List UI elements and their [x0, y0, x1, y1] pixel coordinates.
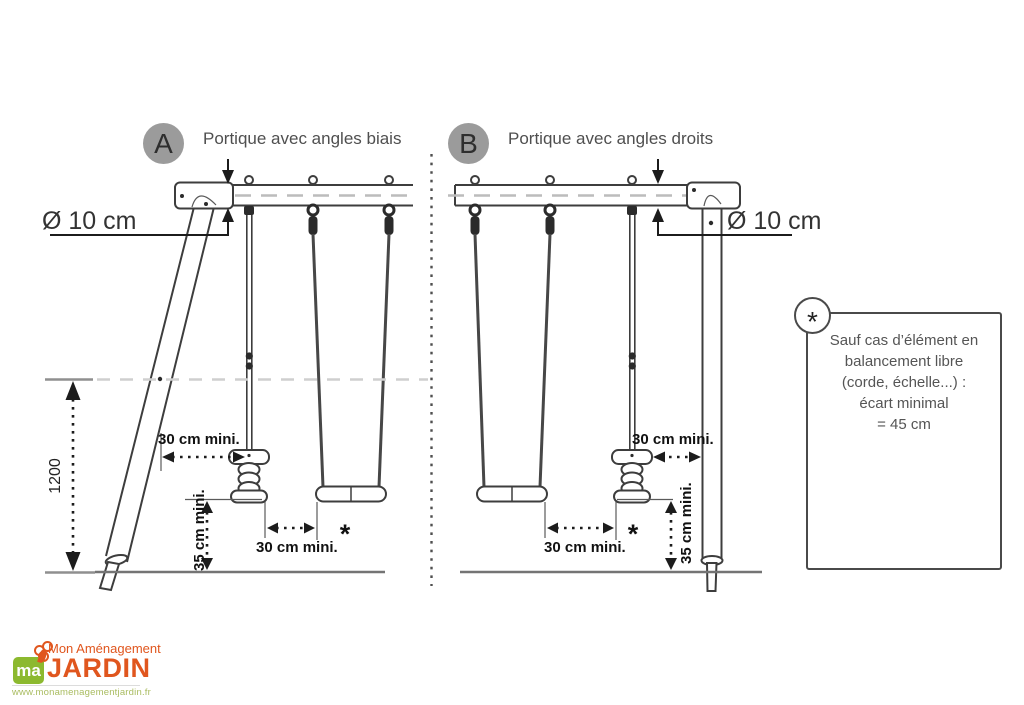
rod-bracket-icon	[627, 206, 637, 215]
hook-loop-icon	[627, 175, 637, 185]
post-b-bolt	[708, 220, 714, 226]
corner-a-elbow	[191, 195, 217, 208]
shackle-icon	[306, 203, 320, 235]
logo-monogram: ma	[13, 657, 44, 684]
hook-loop-icon	[244, 175, 254, 185]
diagram-a-badge: A	[143, 123, 184, 164]
note-line: Sauf cas d’élément en	[829, 332, 979, 349]
note-box: Sauf cas d’élément en balancement libre …	[806, 312, 1002, 570]
dim-ground-gap-b	[617, 498, 677, 570]
logo-divider	[12, 685, 140, 686]
dim-post-gap-a	[160, 433, 245, 471]
corner-a-bolt2	[204, 202, 208, 206]
corner-b-bolt	[692, 188, 696, 192]
diagram-b-structure	[448, 175, 762, 592]
shackle-icon	[382, 203, 396, 235]
rod-bracket-icon	[244, 206, 254, 215]
brand-logo: Mon Aménagement ma JARDIN www.monamenage…	[12, 638, 161, 700]
note-line: (corde, échelle...) :	[841, 374, 967, 391]
seat-gap-label-b: 30 cm mini. *	[544, 519, 639, 557]
shackle-icon	[543, 203, 557, 235]
corner-b	[686, 181, 741, 210]
post-a-bolt	[157, 376, 163, 382]
rod-swing-a	[228, 215, 270, 504]
seat-gap-label-a: 30 cm mini. *	[256, 519, 351, 557]
hook-loop-icon	[308, 175, 318, 185]
dim-ground-gap-a	[185, 498, 262, 570]
corner-b-elbow	[703, 194, 722, 207]
logo-brand-top: Mon Aménagement	[48, 641, 161, 656]
post-gap-label-a: 30 cm mini.	[158, 431, 240, 448]
post-a-fill	[106, 207, 214, 562]
swing-a	[311, 233, 391, 503]
rod-swing-b	[611, 215, 653, 504]
dim-diameter-a	[50, 159, 234, 236]
note-line: balancement libre	[844, 353, 964, 370]
dim-height-1200	[45, 378, 428, 574]
diagram-b-badge: B	[448, 123, 489, 164]
post-b-stake	[705, 562, 718, 592]
post-b	[701, 207, 723, 559]
seat-gap-text-b: 30 cm mini.	[544, 539, 626, 556]
post-a-stake	[98, 560, 121, 592]
dim-seat-gap-a	[264, 502, 318, 540]
logo-website: www.monamenagementjardin.fr	[12, 687, 151, 698]
note-line: écart minimal	[859, 395, 949, 412]
diagram-b-title: Portique avec angles droits	[508, 129, 714, 148]
dim-post-gap-b	[653, 451, 701, 463]
corner-a-bolt	[180, 194, 184, 198]
seat-gap-text-a: 30 cm mini.	[256, 539, 338, 556]
hook-loop-icon	[384, 175, 394, 185]
diagram-a-structure	[95, 175, 413, 592]
shackle-icon	[468, 203, 482, 235]
ground-gap-label-a: 35 cm mini.	[191, 489, 208, 571]
diameter-label-a: Ø 10 cm	[42, 207, 137, 235]
ground-gap-label-b: 35 cm mini.	[678, 482, 695, 564]
dim-diameter-b	[652, 159, 792, 236]
logo-brand-main: JARDIN	[47, 653, 151, 683]
post-a	[105, 206, 215, 563]
swing-b	[473, 233, 552, 503]
corner-a	[174, 181, 234, 210]
hook-loop-icon	[545, 175, 555, 185]
post-b-fill	[702, 207, 722, 559]
clover-dot-icon	[42, 641, 53, 652]
hook-loop-icon	[470, 175, 480, 185]
note-line: = 45 cm	[877, 416, 931, 433]
diagram-a-title: Portique avec angles biais	[203, 129, 402, 148]
post-gap-label-b: 30 cm mini.	[632, 431, 714, 448]
dim-seat-gap-b	[544, 502, 617, 540]
note-asterisk-marker: *	[794, 297, 831, 337]
height-label-1200: 1200	[47, 458, 64, 494]
diameter-label-b: Ø 10 cm	[727, 207, 822, 235]
note-text: Sauf cas d’élément en balancement libre …	[808, 314, 1000, 435]
beam-a	[233, 184, 413, 207]
asterisk-icon: *	[807, 305, 818, 337]
